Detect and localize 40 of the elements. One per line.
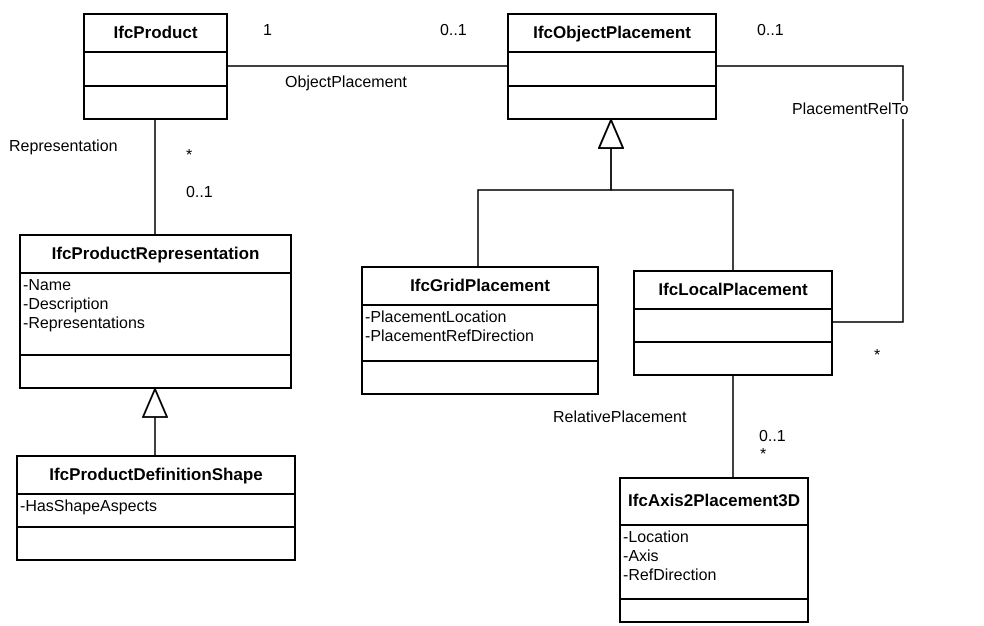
multiplicity-label: 0..1 <box>757 22 784 40</box>
association-line <box>228 65 507 67</box>
class-box <box>361 266 599 395</box>
association-line <box>732 376 734 477</box>
attribute: -PlacementRefDirection <box>365 327 534 346</box>
multiplicity-label: 0..1 <box>759 428 786 446</box>
attribute: -HasShapeAspects <box>20 497 157 516</box>
attribute: -Name <box>23 276 72 295</box>
class-name: IfcGridPlacement <box>409 276 551 296</box>
class-box <box>83 13 228 120</box>
class-name: IfcLocalPlacement <box>657 280 809 300</box>
multiplicity-label: * <box>760 446 766 464</box>
multiplicity-label: 0..1 <box>440 22 467 40</box>
class-box <box>633 270 833 376</box>
edge-label: Representation <box>9 138 118 156</box>
multiplicity-label: 0..1 <box>186 184 213 202</box>
class-box <box>507 13 717 120</box>
association-line <box>717 65 904 323</box>
association-line <box>154 120 156 234</box>
class-name: IfcProductDefinitionShape <box>48 464 264 484</box>
class-box <box>619 477 809 623</box>
class-box <box>19 234 292 389</box>
attribute: -Description <box>23 295 108 314</box>
edge-label: PlacementRelTo <box>792 101 908 119</box>
class-name: IfcObjectPlacement <box>532 22 692 42</box>
attribute: -Representations <box>23 314 145 333</box>
generalization-arrow <box>598 119 734 270</box>
multiplicity-label: * <box>186 147 192 165</box>
attribute: -PlacementLocation <box>365 308 506 327</box>
edge-label: ObjectPlacement <box>285 74 407 92</box>
class-name: IfcProduct <box>112 22 199 42</box>
class-box <box>16 455 296 561</box>
multiplicity-label: 1 <box>263 22 272 40</box>
attribute: -Axis <box>623 547 659 566</box>
multiplicity-label: * <box>874 347 880 365</box>
attribute: -RefDirection <box>623 566 716 585</box>
attribute: -Location <box>623 528 689 547</box>
class-name: IfcAxis2Placement3D <box>627 491 801 511</box>
class-name: IfcProductRepresentation <box>50 244 260 264</box>
generalization-arrow <box>142 388 168 455</box>
